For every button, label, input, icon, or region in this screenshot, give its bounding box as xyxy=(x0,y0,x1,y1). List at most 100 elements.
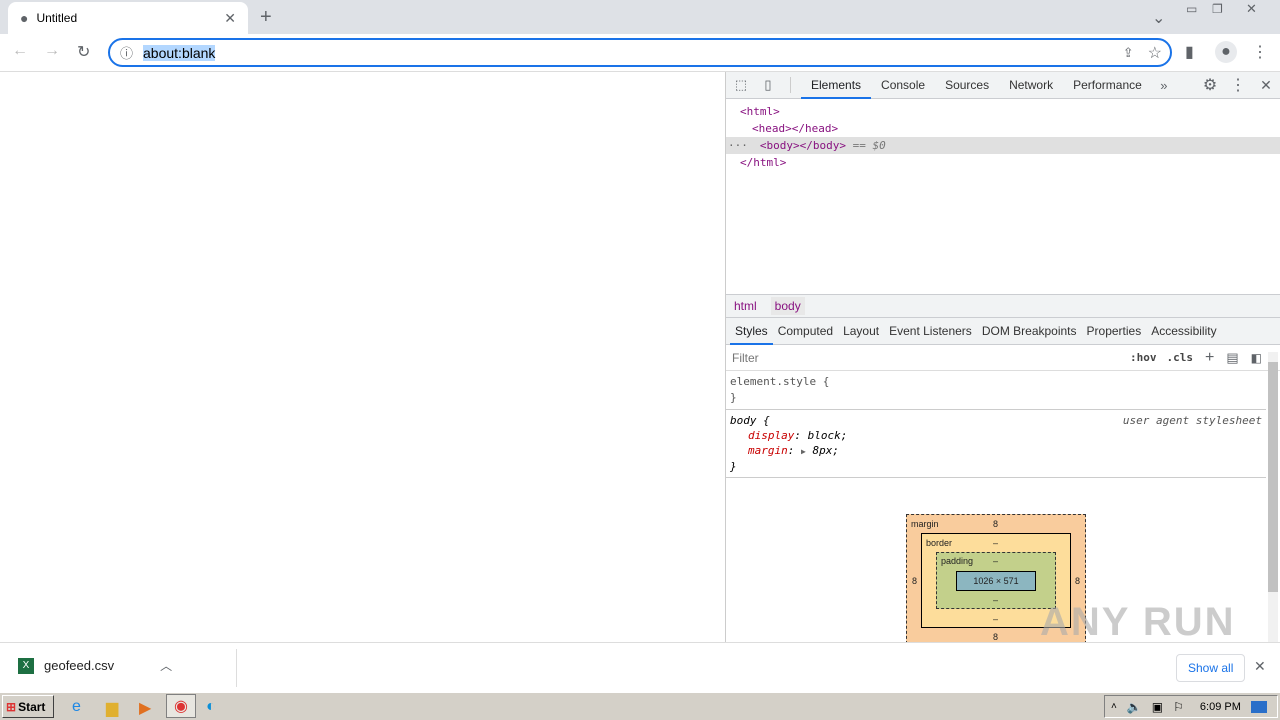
breadcrumb-body[interactable]: body xyxy=(770,297,805,315)
devtools-panel: ⬚ ▯ Elements Console Sources Network Per… xyxy=(725,72,1280,642)
windows-logo-icon: ⊞ xyxy=(6,699,17,714)
margin-bottom[interactable]: 8 xyxy=(993,632,999,642)
tab-title: Untitled xyxy=(36,11,78,25)
close-devtools-icon[interactable]: ✕ xyxy=(1260,76,1272,93)
profile-icon[interactable]: ● xyxy=(1215,41,1237,63)
more-tabs-icon[interactable]: » xyxy=(1160,77,1168,93)
subtab-layout[interactable]: Layout xyxy=(843,323,880,338)
tab-strip: ● Untitled ✕ + ⌄ ▭ ❐ ✕ xyxy=(0,0,1280,34)
tab-sources[interactable]: Sources xyxy=(945,77,990,92)
ie-icon[interactable]: e xyxy=(72,698,81,715)
new-rule-icon[interactable]: + xyxy=(1205,348,1215,366)
prop-margin[interactable]: margin xyxy=(748,444,788,457)
tab-console[interactable]: Console xyxy=(881,77,926,92)
inspect-element-icon[interactable]: ⬚ xyxy=(734,77,748,92)
selected-marker: == $0 xyxy=(852,139,886,152)
padding-bottom[interactable]: – xyxy=(993,595,999,605)
tray-expand-icon[interactable]: ˄ xyxy=(1111,701,1117,712)
system-tray: ˄ 🔈 ▣ ⚐ 6:09 PM xyxy=(1104,695,1278,718)
restore-icon[interactable]: ❐ xyxy=(1212,2,1223,16)
paint-icon[interactable]: ▤ xyxy=(1226,349,1239,365)
show-all-button[interactable]: Show all xyxy=(1176,654,1246,682)
forward-icon[interactable]: → xyxy=(44,42,60,59)
breadcrumb-html[interactable]: html xyxy=(734,299,757,313)
edge-icon[interactable]: ◐ xyxy=(206,698,216,715)
media-player-icon[interactable]: ▶ xyxy=(139,700,152,717)
margin-right[interactable]: 8 xyxy=(1074,576,1080,586)
flag-icon[interactable]: ⚐ xyxy=(1173,699,1184,714)
settings-gear-icon[interactable]: ⚙ xyxy=(1202,77,1218,94)
dom-node-body: <body></body> xyxy=(759,139,846,152)
taskbar: ⊞Start e ▆ ▶ ◉ ◐ ˄ 🔈 ▣ ⚐ 6:09 PM xyxy=(0,692,1280,720)
chevron-up-icon[interactable]: ︿ xyxy=(160,659,173,673)
subtab-computed[interactable]: Computed xyxy=(777,323,834,338)
val-margin[interactable]: 8px; xyxy=(812,444,839,457)
subtab-event-listeners[interactable]: Event Listeners xyxy=(889,323,972,338)
excel-file-icon: X xyxy=(18,657,34,674)
clock[interactable]: 6:09 PM xyxy=(1199,700,1241,713)
dom-node-html[interactable]: <html> xyxy=(740,105,780,118)
download-item[interactable]: X geofeed.csv ︿ xyxy=(18,657,172,674)
show-desktop-icon[interactable] xyxy=(1250,700,1267,713)
prop-display[interactable]: display xyxy=(748,429,795,442)
border-top[interactable]: – xyxy=(993,538,999,548)
subtab-dom-breakpoints[interactable]: DOM Breakpoints xyxy=(981,323,1077,338)
bookmark-star-icon[interactable]: ☆ xyxy=(1147,44,1162,62)
share-icon[interactable]: ⇪ xyxy=(1122,44,1134,60)
styles-scrollbar[interactable] xyxy=(1268,352,1278,642)
tab-performance[interactable]: Performance xyxy=(1073,77,1142,92)
styles-filter-input[interactable] xyxy=(732,350,1131,365)
chrome-icon[interactable]: ◉ xyxy=(166,694,196,718)
tab-elements[interactable]: Elements xyxy=(801,72,872,99)
dom-node-body-selected[interactable]: ···<body></body> == $0 xyxy=(726,137,1280,154)
close-window-icon[interactable]: ✕ xyxy=(1246,1,1257,16)
breadcrumb: html body xyxy=(726,294,1280,318)
menu-icon[interactable]: ⋮ xyxy=(1252,44,1268,61)
expand-triangle-icon[interactable]: ▶ xyxy=(801,447,806,456)
volume-icon[interactable]: 🔈 xyxy=(1126,699,1142,714)
info-icon: ⓘ xyxy=(120,46,134,61)
devtools-tabs: ⬚ ▯ Elements Console Sources Network Per… xyxy=(726,72,1280,99)
content-box[interactable]: 1026 × 571 xyxy=(956,571,1036,591)
padding-top[interactable]: – xyxy=(993,556,999,566)
close-download-bar-icon[interactable]: ✕ xyxy=(1254,658,1266,674)
minimize-icon[interactable]: ▭ xyxy=(1186,2,1198,16)
new-tab-icon[interactable]: + xyxy=(260,6,272,28)
explorer-icon[interactable]: ▆ xyxy=(106,700,119,717)
close-tab-icon[interactable]: ✕ xyxy=(224,9,236,26)
subtab-properties[interactable]: Properties xyxy=(1086,323,1142,338)
download-filename: geofeed.csv xyxy=(44,658,115,673)
start-button[interactable]: ⊞Start xyxy=(2,695,54,718)
body-selector: body { xyxy=(730,414,770,427)
rule-close: } xyxy=(730,460,737,473)
scrollbar-thumb[interactable] xyxy=(1268,362,1278,592)
browser-tab[interactable]: ● Untitled ✕ xyxy=(8,2,248,34)
rule-close: } xyxy=(730,391,737,404)
address-bar[interactable]: ⓘ about:blank ⇪ ☆ xyxy=(108,38,1172,67)
subtab-accessibility[interactable]: Accessibility xyxy=(1151,323,1217,338)
network-icon[interactable]: ▣ xyxy=(1151,699,1164,714)
device-toolbar-icon[interactable]: ▯ xyxy=(764,77,772,92)
tab-search-icon[interactable]: ⌄ xyxy=(1152,10,1166,27)
val-display[interactable]: block; xyxy=(807,429,848,442)
element-style-rule: element.style { } xyxy=(726,371,1266,410)
border-bottom[interactable]: – xyxy=(993,614,999,624)
cls-button[interactable]: .cls xyxy=(1166,351,1194,364)
url-text[interactable]: about:blank xyxy=(143,44,216,61)
toggle-sidebar-icon[interactable]: ◧ xyxy=(1250,350,1262,365)
hov-button[interactable]: :hov xyxy=(1130,351,1157,364)
padding-box: padding – – 1026 × 571 xyxy=(936,552,1056,609)
dom-node-head[interactable]: <head></head> xyxy=(752,122,839,135)
side-panel-icon[interactable]: ▮ xyxy=(1185,44,1194,61)
subtab-styles[interactable]: Styles xyxy=(730,318,773,345)
padding-label: padding xyxy=(941,556,974,566)
margin-top[interactable]: 8 xyxy=(993,519,999,529)
back-icon[interactable]: ← xyxy=(12,42,28,59)
reload-icon[interactable]: ↻ xyxy=(77,44,91,61)
styles-filter-bar: :hov .cls + ▤ ◧ xyxy=(726,345,1280,371)
element-style-selector[interactable]: element.style { xyxy=(730,375,830,388)
more-options-icon[interactable]: ⋮ xyxy=(1230,77,1246,94)
tab-network[interactable]: Network xyxy=(1009,77,1054,92)
border-label: border xyxy=(926,538,953,548)
margin-left[interactable]: 8 xyxy=(912,576,918,586)
